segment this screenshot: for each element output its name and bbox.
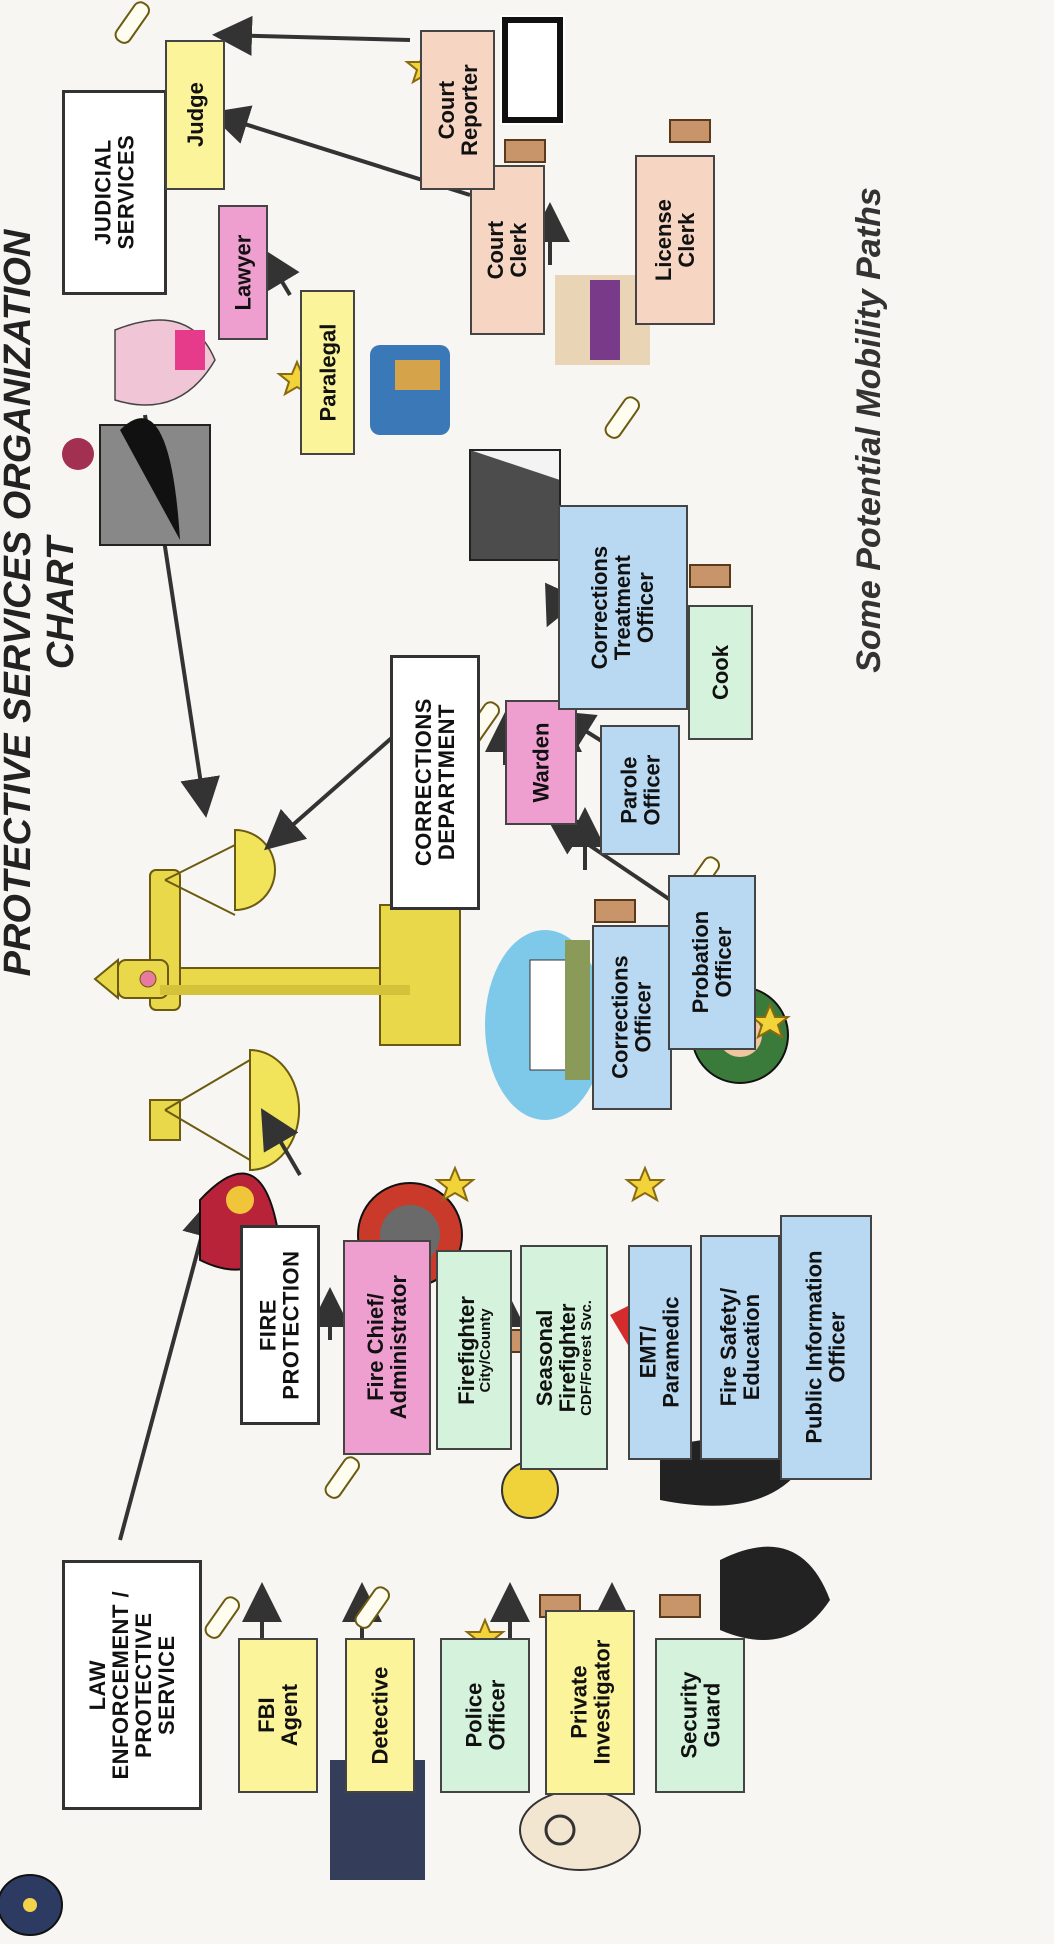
page-subtitle: Some Potential Mobility Paths (850, 187, 888, 673)
box-court-reporter: Court Reporter (420, 30, 495, 190)
box-probation-officer: Probation Officer (668, 875, 756, 1050)
box-firefighter: Firefighter City/County (436, 1250, 512, 1450)
lawyer-illustration-icon (114, 319, 216, 406)
star-icons (276, 47, 791, 1655)
court-reporter-icon (500, 15, 565, 125)
investigator-illustration-icon (519, 1789, 641, 1871)
security-silhouette-icon (720, 1546, 830, 1640)
box-cook: Cook (688, 605, 753, 740)
box-public-information-officer: Public Information Officer (780, 1215, 872, 1480)
box-corrections-officer: Corrections Officer (592, 925, 672, 1110)
header-judicial: JUDICIAL SERVICES (62, 90, 167, 295)
box-license-clerk: License Clerk (635, 155, 715, 325)
box-warden: Warden (505, 700, 577, 825)
box-paralegal: Paralegal (300, 290, 355, 455)
box-security-guard: Security Guard (655, 1638, 745, 1793)
header-corrections: CORRECTIONS DEPARTMENT (390, 655, 480, 910)
box-fire-chief: Fire Chief/ Administrator (343, 1240, 431, 1455)
box-parole-officer: Parole Officer (600, 725, 680, 855)
seasonal-firefighter-subtitle: CDF/Forest Svc. (578, 1299, 596, 1416)
paralegal-illustration-icon (370, 345, 450, 435)
clerk-people-icon (555, 275, 650, 365)
header-fire-protection: FIRE PROTECTION (240, 1225, 320, 1425)
box-seasonal-firefighter: Seasonal Firefighter CDF/Forest Svc. (520, 1245, 608, 1470)
firefighter-title: Firefighter (453, 1295, 479, 1405)
box-judge: Judge (165, 40, 225, 190)
header-law-enforcement: LAW ENFORCEMENT / PROTECTIVE SERVICE (62, 1560, 202, 1810)
box-fire-safety: Fire Safety/ Education (700, 1235, 780, 1460)
prison-scene-icon (485, 930, 605, 1120)
police-cap-icon (0, 1874, 63, 1936)
box-emt-paramedic: EMT/ Paramedic (628, 1245, 692, 1460)
corrections-treatment-portrait-icon (469, 449, 561, 561)
box-fbi-agent: FBI Agent (238, 1638, 318, 1793)
box-lawyer: Lawyer (218, 205, 268, 340)
judge-podium-icon (62, 418, 211, 546)
box-court-clerk: Court Clerk (470, 165, 545, 335)
seasonal-firefighter-illustration-icon (501, 1461, 559, 1519)
page-title: PROTECTIVE SERVICES ORGANIZATION CHART (0, 229, 82, 977)
box-corrections-treatment-officer: Corrections Treatment Officer (558, 505, 688, 710)
box-police-officer: Police Officer (440, 1638, 530, 1793)
box-detective: Detective (345, 1638, 415, 1793)
box-private-investigator: Private Investigator (545, 1610, 635, 1795)
seasonal-firefighter-title: Seasonal Firefighter (532, 1303, 581, 1412)
firefighter-subtitle: City/County (476, 1307, 494, 1393)
